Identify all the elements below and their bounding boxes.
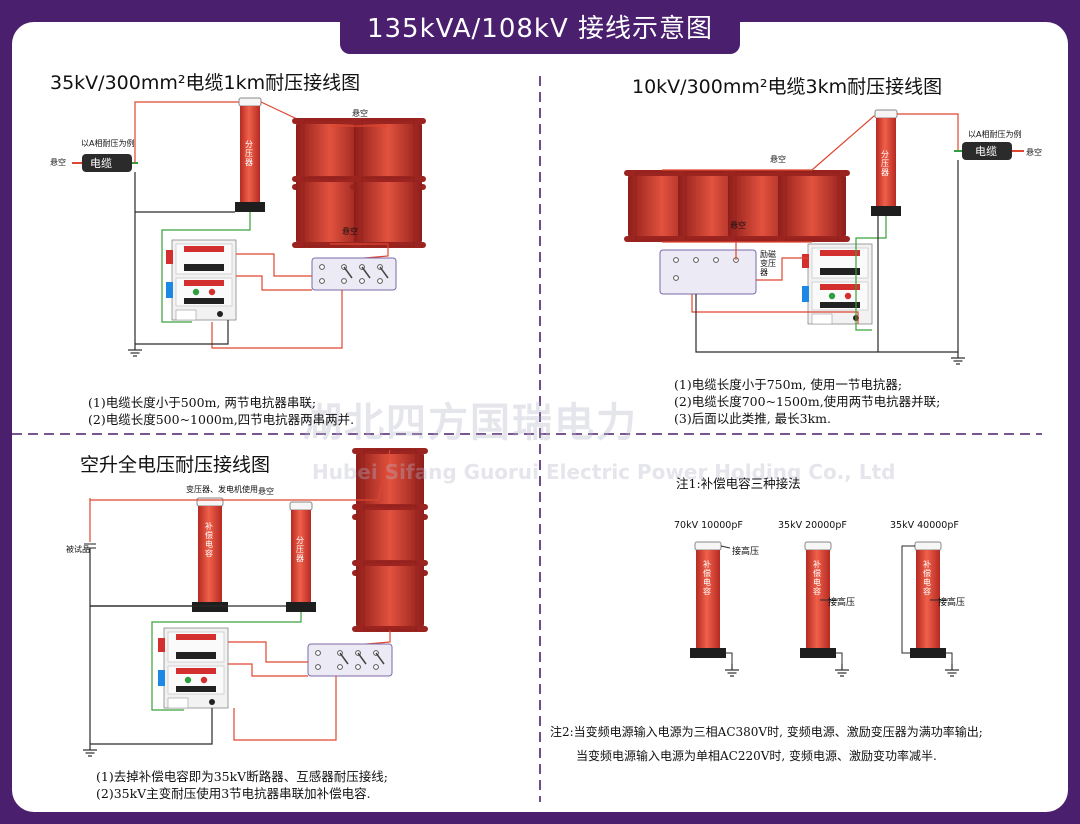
section2-exciter-label: 励磁变压器 — [760, 250, 776, 277]
section1-note-1: (1)电缆长度小于500m, 两节电抗器串联; — [88, 395, 317, 410]
section3-note-1: (1)去掉补偿电容即为35kV断路器、互感器耐压接线; — [96, 769, 388, 784]
cap-c — [916, 550, 940, 648]
watermark-en: Hubei Sifang Guorui Electric Power Holdi… — [312, 460, 896, 484]
switchbox-1 — [311, 257, 397, 291]
control-unit-3 — [157, 627, 229, 709]
wiring-diagram — [12, 76, 1042, 802]
cap-c-hv: 接高压 — [938, 598, 966, 608]
section3-suspend: 悬空 — [258, 487, 274, 496]
cap-a-body: 补偿电容 — [703, 560, 711, 596]
section2-suspend-a: 悬空 — [1026, 148, 1042, 157]
section3-cap-label: 补偿电容 — [205, 522, 213, 558]
cap-a — [696, 550, 720, 648]
watermark-cn: 湖北四方国瑞电力 — [302, 400, 638, 446]
cap-a-rating: 70kV 10000pF — [674, 520, 743, 531]
section1-diagram — [72, 97, 427, 357]
section3-heading: 空升全电压耐压接线图 — [80, 454, 271, 476]
section2-cable-tag: 以A相耐压为例 — [968, 130, 1022, 139]
section3-test-item: 被试品 — [66, 545, 90, 554]
section4-note2-line2: 当变频电源输入电源为单相AC220V时, 变频电源、激励变功率减半. — [576, 749, 937, 763]
section2-suspend-b: 悬空 — [770, 155, 786, 164]
section4-note2-line1: 注2:当变频电源输入电源为三相AC380V时, 变频电源、激励变压器为满功率输出… — [550, 725, 983, 739]
section3-use-for: 变压器、发电机使用 — [186, 485, 258, 494]
cap-b-body: 补偿电容 — [813, 560, 821, 596]
section3-note-2: (2)35kV主变耐压使用3节电抗器串联加补偿电容. — [96, 786, 371, 801]
section1-divider-label: 分压器 — [245, 140, 253, 167]
section2-note-2: (2)电缆长度700~1500m,使用两节电抗器并联; — [674, 394, 941, 409]
section2-cable-label: 电缆 — [975, 145, 997, 158]
section4-heading: 注1:补偿电容三种接法 — [676, 476, 801, 491]
section1-suspend-c: 悬空 — [342, 227, 358, 236]
cap-c-rating: 35kV 40000pF — [890, 520, 959, 531]
page-title: 135kVA/108kV 接线示意图 — [340, 4, 740, 54]
section2-heading: 10kV/300mm²电缆3km耐压接线图 — [632, 76, 943, 98]
section2-note-3: (3)后面以此类推, 最长3km. — [674, 411, 832, 426]
section1-suspend-a: 悬空 — [50, 158, 66, 167]
section3-divider-label: 分压器 — [296, 536, 304, 563]
divider-2 — [876, 118, 896, 206]
divider-3 — [291, 510, 311, 602]
section1-cable-tag: 以A相耐压为例 — [81, 139, 135, 148]
cap-a-hv: 接高压 — [732, 547, 760, 557]
section1-note-2: (2)电缆长度500~1000m,四节电抗器两串两并. — [88, 412, 355, 427]
section1-suspend-b: 悬空 — [352, 109, 368, 118]
cap-c-body: 补偿电容 — [923, 560, 931, 596]
section1-cable-label: 电缆 — [90, 157, 112, 170]
section1-heading: 35kV/300mm²电缆1km耐压接线图 — [50, 72, 361, 94]
reactor-1d — [349, 175, 427, 249]
section2-note-1: (1)电缆长度小于750m, 使用一节电抗器; — [674, 377, 903, 392]
section3-diagram — [82, 447, 429, 757]
reactor-2d — [773, 169, 851, 243]
exciter-transformer-2 — [659, 249, 757, 295]
cap-b-rating: 35kV 20000pF — [778, 520, 847, 531]
section4-diagram — [690, 541, 960, 677]
section2-suspend-c: 悬空 — [730, 221, 746, 230]
switchbox-3 — [307, 643, 393, 677]
divider-1 — [240, 106, 260, 202]
section2-diagram — [623, 109, 1024, 365]
section2-divider-label: 分压器 — [881, 150, 889, 177]
cap-b-hv: 接高压 — [828, 598, 856, 608]
control-unit-1 — [165, 239, 237, 321]
cable-1 — [82, 154, 132, 172]
cap-b — [806, 550, 830, 648]
cable-2 — [962, 142, 1012, 160]
compensation-cap-3 — [198, 506, 222, 602]
reactor-3c — [351, 559, 429, 633]
diagram-canvas: 湖北四方国瑞电力 Hubei Sifang Guorui Electric Po… — [12, 22, 1068, 812]
